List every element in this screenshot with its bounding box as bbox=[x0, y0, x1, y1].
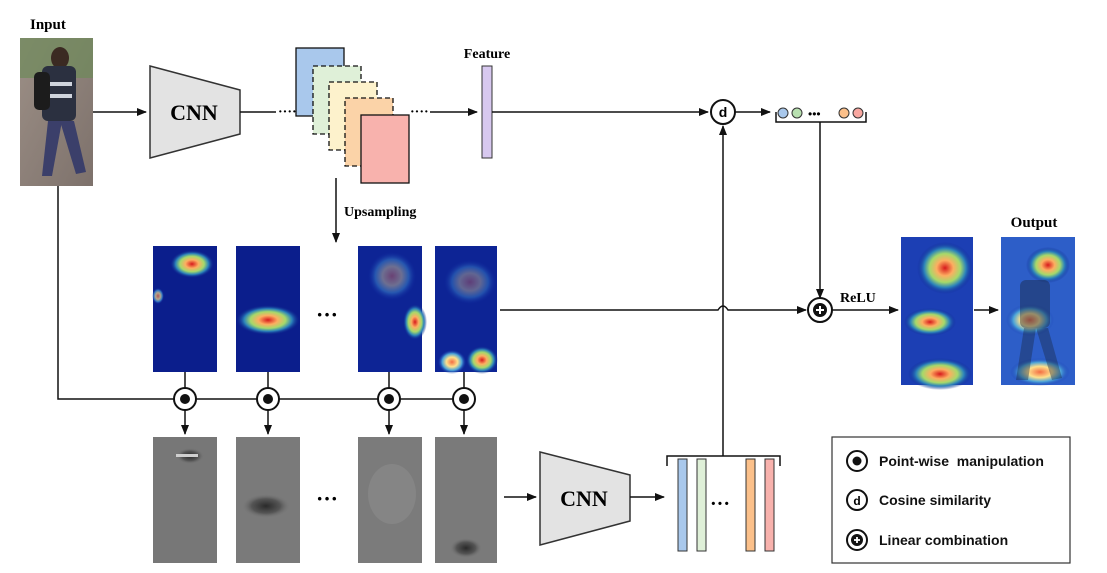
bottom-vectors-ellipsis: ··· bbox=[710, 493, 730, 515]
linear-combination-node bbox=[807, 297, 833, 323]
feature-label: Feature bbox=[464, 47, 510, 62]
heatmaps-to-linear-line bbox=[500, 305, 807, 314]
cnn-bottom-label: CNN bbox=[560, 486, 608, 511]
heatmap-ellipsis: ··· bbox=[316, 302, 338, 327]
input-person-image bbox=[20, 38, 93, 186]
output-overlay-image bbox=[1001, 237, 1075, 386]
masked-image-1 bbox=[153, 437, 217, 563]
bottom-vector-orange bbox=[745, 458, 756, 552]
relu-label: ReLU bbox=[840, 291, 876, 306]
legend-cosine-icon: d bbox=[846, 489, 868, 511]
legend-cosine-text: Cosine similarity bbox=[879, 492, 991, 508]
masked-ellipsis: ··· bbox=[316, 486, 338, 511]
ellipsis-cnn-maps: ···· bbox=[278, 105, 297, 120]
bottom-vector-green bbox=[696, 458, 707, 552]
bottom-vector-pink bbox=[764, 458, 775, 552]
weight-dot-pink bbox=[852, 107, 864, 119]
feature-map-5 bbox=[360, 114, 410, 184]
cosine-node-symbol: d bbox=[719, 104, 728, 120]
legend-box: d Point-wise manipulation Cosine similar… bbox=[831, 436, 1071, 564]
masked-image-2 bbox=[236, 437, 300, 563]
feature-vector bbox=[481, 65, 493, 159]
weight-dot-green bbox=[791, 107, 803, 119]
masked-image-4 bbox=[435, 437, 497, 563]
svg-text:d: d bbox=[853, 494, 860, 508]
heatmap-3 bbox=[358, 246, 427, 372]
cnn-bottom-block bbox=[539, 451, 631, 546]
final-heatmap bbox=[901, 237, 973, 390]
pointwise-node-3 bbox=[377, 372, 401, 411]
pointwise-node-1 bbox=[173, 372, 197, 411]
upsampling-label: Upsampling bbox=[344, 205, 416, 220]
heatmap-1 bbox=[152, 246, 217, 372]
legend-pointwise-text: Point-wise manipulation bbox=[879, 453, 1044, 469]
feature-map-stack bbox=[295, 47, 410, 184]
legend-pointwise-icon bbox=[846, 450, 868, 472]
ellipsis-maps-feature: ···· bbox=[410, 105, 429, 120]
output-label: Output bbox=[1011, 215, 1058, 231]
weights-vector bbox=[775, 107, 867, 123]
heatmap-2 bbox=[236, 246, 300, 372]
weight-dot-blue bbox=[777, 107, 789, 119]
input-label: Input bbox=[30, 17, 66, 33]
bottom-vector-blue bbox=[677, 458, 688, 552]
legend-linear-icon bbox=[846, 529, 868, 551]
cnn-top-label: CNN bbox=[170, 100, 218, 125]
pointwise-node-4 bbox=[452, 372, 476, 411]
heatmap-4 bbox=[435, 246, 498, 374]
pointwise-node-2 bbox=[256, 372, 280, 411]
weights-ellipsis: ••• bbox=[808, 107, 821, 121]
masked-image-3 bbox=[358, 437, 422, 563]
legend-linear-text: Linear combination bbox=[879, 532, 1008, 548]
weight-dot-orange bbox=[838, 107, 850, 119]
input-skip-line bbox=[57, 186, 474, 400]
cnn-top-block bbox=[149, 65, 241, 159]
